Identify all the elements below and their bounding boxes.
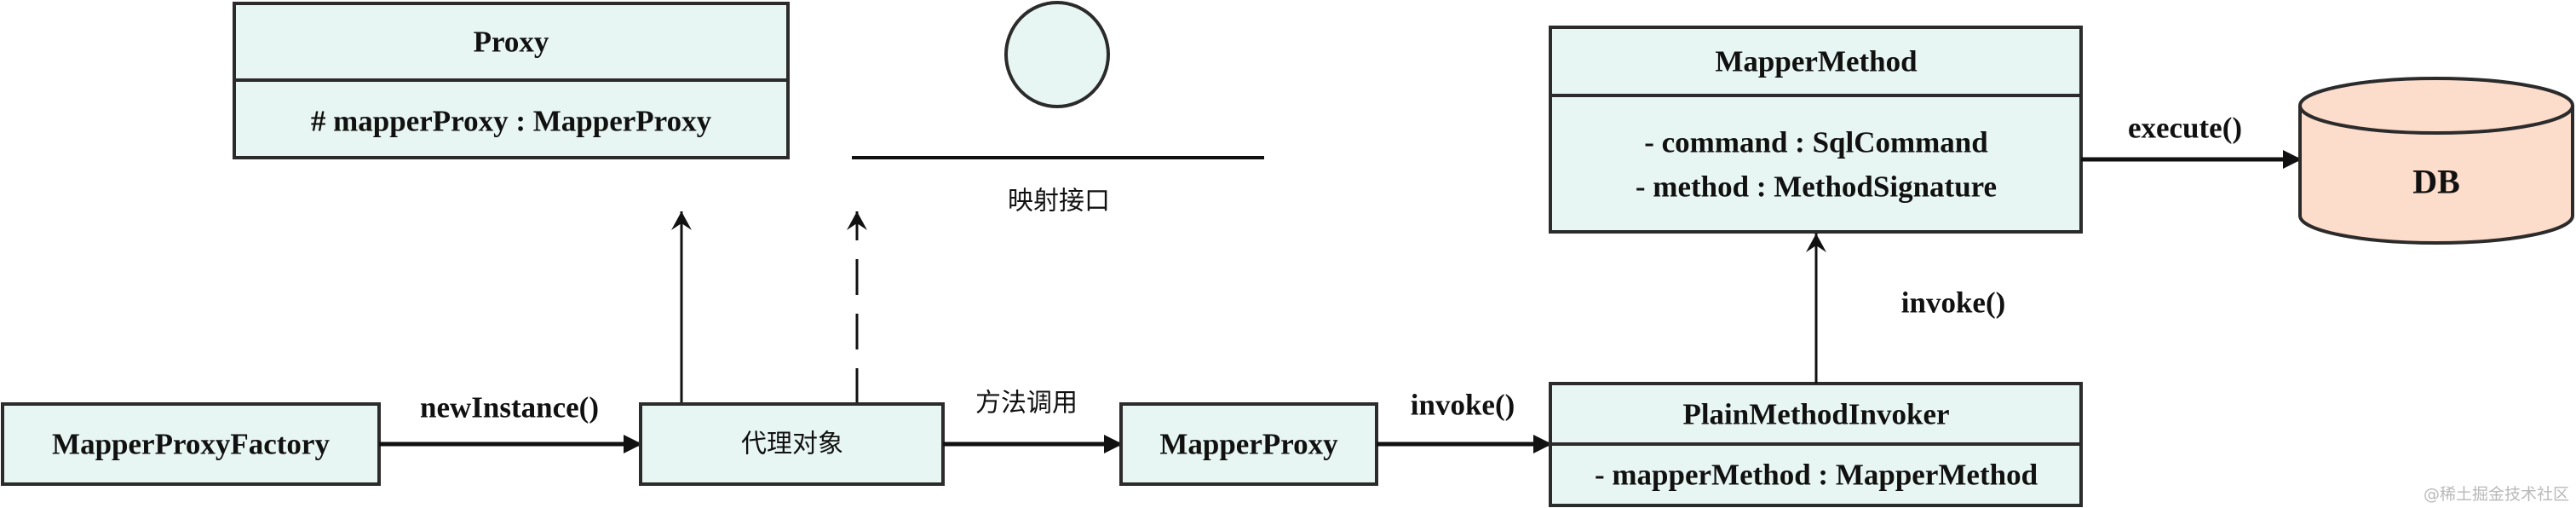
mapper-proxy-name: MapperProxy	[1159, 428, 1338, 461]
database-icon	[2298, 106, 2574, 245]
proxy-object-name: 代理对象	[741, 430, 843, 459]
mapper-method-attribute: - command : SqlCommand	[1644, 126, 1988, 159]
plain-method-invoker-name: PlainMethodInvoker	[1682, 398, 1949, 431]
mapper-method-attribute: - method : MethodSignature	[1636, 170, 1997, 204]
new-instance-label: newInstance()	[420, 391, 599, 424]
mapper-proxy-factory-name: MapperProxyFactory	[52, 428, 330, 461]
watermark: @稀土掘金技术社区	[2424, 485, 2569, 504]
database-name: DB	[2412, 163, 2460, 201]
method-call-label: 方法调用	[975, 389, 1078, 419]
mapper-proxy-class: MapperProxy	[1119, 402, 1378, 486]
execute-label: execute()	[2128, 112, 2242, 145]
invoke-label-1: invoke()	[1411, 389, 1515, 422]
mapper-method-name: MapperMethod	[1715, 45, 1918, 78]
plain-method-invoker-attribute: - mapperMethod : MapperMethod	[1595, 459, 2038, 492]
interface-label: 映射接口	[1008, 187, 1110, 216]
proxy-class-name: Proxy	[474, 26, 549, 59]
invoke-label-2: invoke()	[1901, 286, 2006, 320]
mapper-proxy-factory-class: MapperProxyFactory	[1, 402, 381, 486]
proxy-class: Proxy # mapperProxy : MapperProxy	[233, 2, 790, 159]
proxy-class-attribute: # mapperProxy : MapperProxy	[311, 105, 712, 138]
mapper-method-class: MapperMethod - command : SqlCommand - me…	[1549, 26, 2083, 234]
interface-circle-icon	[1004, 1, 1110, 108]
database: DB	[2298, 77, 2574, 245]
mapper-interface: 映射接口	[852, 1, 1264, 216]
proxy-object: 代理对象	[639, 402, 945, 486]
plain-method-invoker-class: PlainMethodInvoker - mapperMethod : Mapp…	[1549, 382, 2083, 507]
